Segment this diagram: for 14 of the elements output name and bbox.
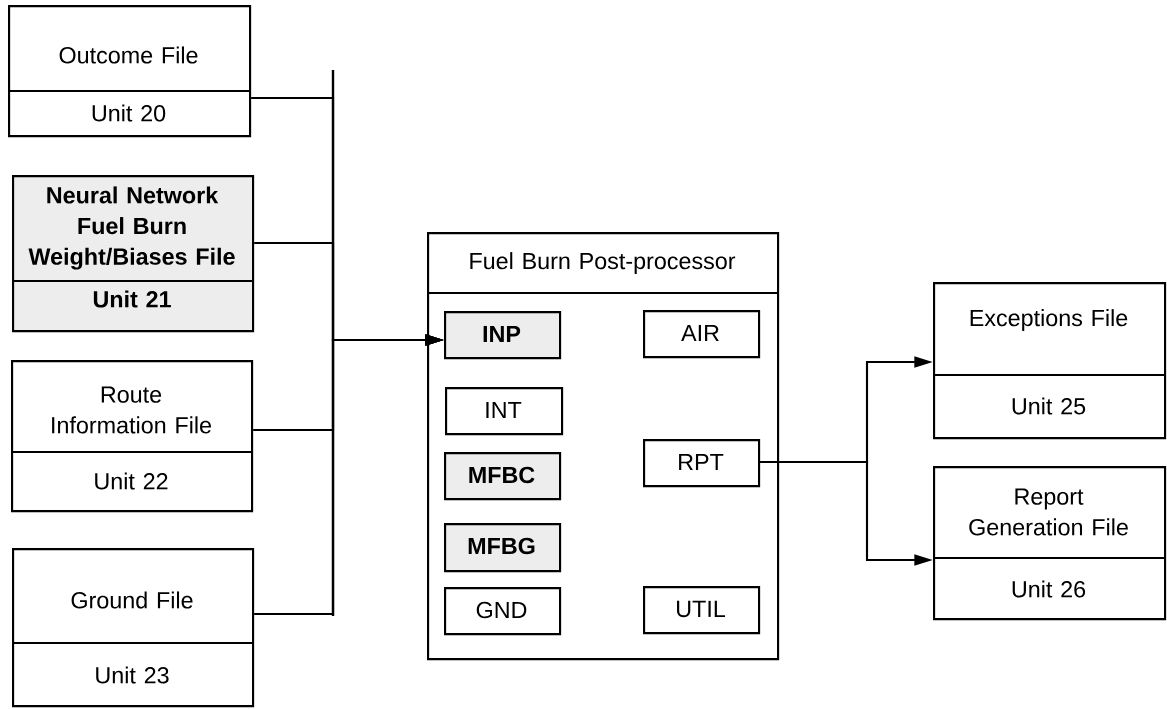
file-box: Neural Network Fuel Burn Weight/Biases File Unit 21 <box>12 175 255 333</box>
module-box: AIR <box>643 310 761 359</box>
module-box: RPT <box>643 439 761 488</box>
module-box: MFBG <box>444 523 562 573</box>
module-box: GND <box>444 587 562 636</box>
module-box: MFBC <box>444 452 562 501</box>
module-box: INP <box>444 311 562 360</box>
file-box: Outcome File Unit 20 <box>8 5 252 138</box>
module-box: UTIL <box>643 586 761 635</box>
file-box: Exceptions File Unit 25 <box>933 282 1167 440</box>
file-box: Ground File Unit 23 <box>12 548 255 708</box>
file-box: Report Generation File Unit 26 <box>933 466 1167 621</box>
module-box: INT <box>445 387 564 436</box>
file-box: Route Information File Unit 22 <box>11 360 254 513</box>
